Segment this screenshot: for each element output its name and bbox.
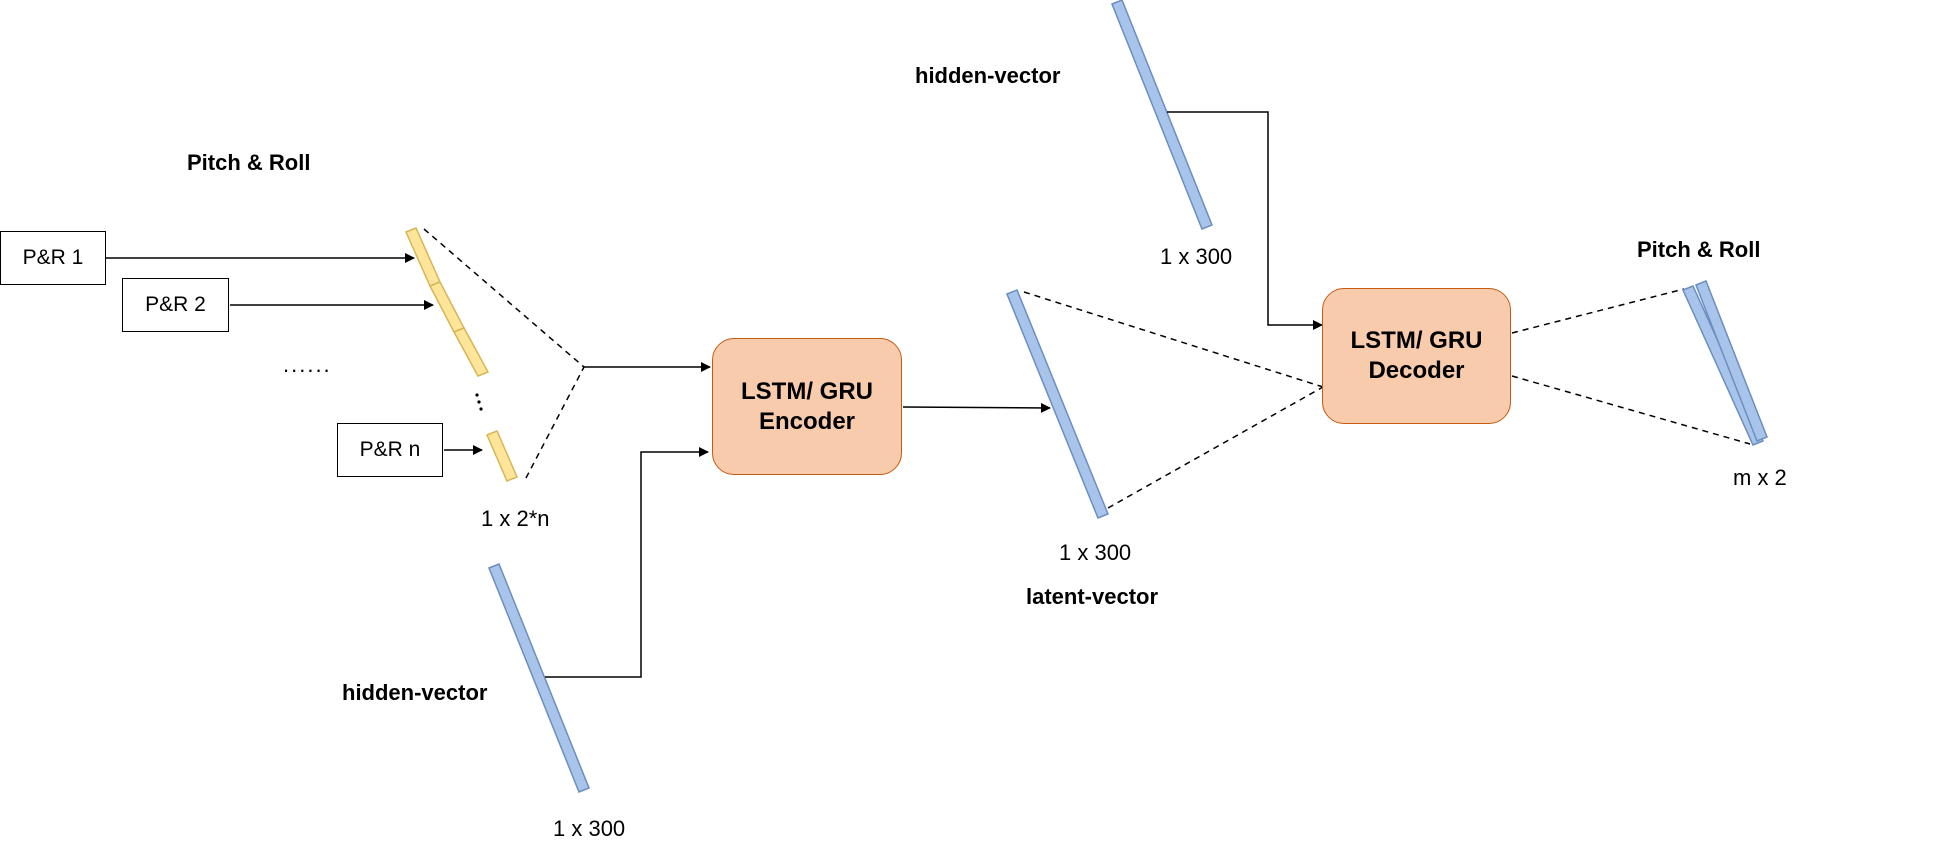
- latent-funnel-dashed: [1023, 291, 1324, 509]
- decoder-block: LSTM/ GRU Decoder: [1322, 288, 1511, 424]
- decoder-hidden-vector: [1111, 0, 1213, 230]
- input-ellipsis: ......: [283, 352, 332, 377]
- output-vectors: [1681, 280, 1768, 446]
- decoder-title-line1: LSTM/ GRU: [1350, 327, 1483, 354]
- encoder-title-line1: LSTM/ GRU: [741, 377, 873, 405]
- encoder-hidden-vector: [488, 563, 590, 793]
- input-box-1: P&R 1: [0, 231, 106, 285]
- input-arrows: [106, 253, 483, 455]
- input-box-2: P&R 2: [122, 278, 229, 332]
- encoder-hidden-label: hidden-vector: [342, 680, 488, 705]
- decoder-hidden-connector: [1167, 111, 1323, 330]
- encoder-hidden-dimension: 1 x 300: [553, 816, 626, 841]
- decoder-hidden-dimension: 1 x 300: [1160, 244, 1233, 269]
- output-dimension-label: m x 2: [1733, 465, 1787, 490]
- input-concat-vector: [404, 227, 518, 482]
- decoder-title-line2: Decoder: [1368, 357, 1465, 384]
- encoder-title-line2: Encoder: [758, 407, 856, 435]
- output-funnel-dashed: [1511, 288, 1751, 445]
- vertical-ellipsis: [475, 393, 483, 411]
- latent-vector-bar: [1006, 289, 1109, 519]
- latent-vector-label: latent-vector: [1026, 584, 1159, 609]
- encoder-block: LSTM/ GRU Encoder: [712, 338, 902, 475]
- output-pitch-roll-title: Pitch & Roll: [1637, 237, 1761, 262]
- latent-dimension-label: 1 x 300: [1059, 540, 1132, 565]
- decoder-hidden-label: hidden-vector: [915, 63, 1061, 88]
- encoder-to-latent-arrow: [902, 402, 1051, 413]
- input-box-n: P&R n: [337, 423, 443, 477]
- input-funnel-dashed: [423, 228, 585, 479]
- concat-dimension-label: 1 x 2*n: [481, 506, 550, 531]
- encoder-hidden-connector: [545, 447, 709, 678]
- input-pitch-roll-title: Pitch & Roll: [187, 150, 311, 175]
